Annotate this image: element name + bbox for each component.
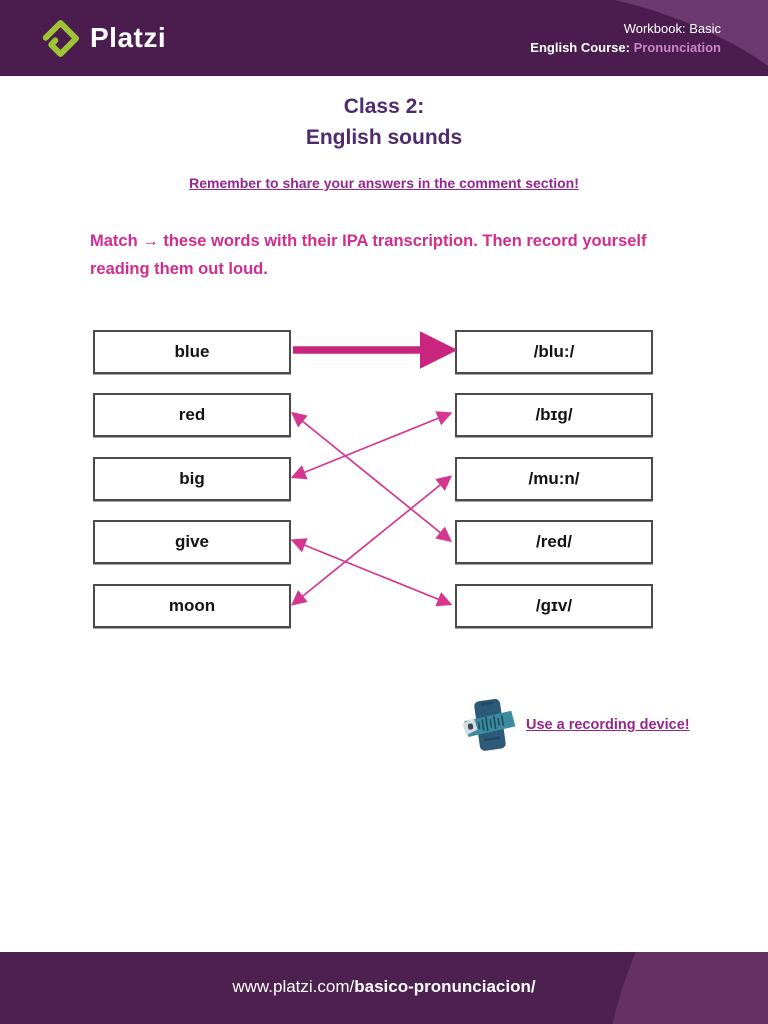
- course-name: Pronunciation: [633, 40, 721, 55]
- header-curve-decoration: [615, 0, 768, 66]
- page-title: Class 2: English sounds: [0, 91, 768, 153]
- header-course-info: Workbook: Basic English Course: Pronunci…: [530, 19, 721, 57]
- ipa-box-blu: /blu:/: [455, 330, 653, 374]
- connection-line-red: [291, 411, 452, 543]
- recording-row: Use a recording device!: [461, 694, 690, 756]
- share-link-row: Remember to share your answers in the co…: [0, 175, 768, 193]
- word-box-blue: blue: [93, 330, 291, 374]
- footer-bar: www.platzi.com/basico-pronunciacion/: [0, 952, 768, 1024]
- word-box-moon: moon: [93, 584, 291, 628]
- recording-device-link[interactable]: Use a recording device!: [526, 717, 690, 733]
- page-title-line1: Class 2:: [343, 95, 425, 118]
- page-title-line2: English sounds: [305, 126, 463, 149]
- ipa-box-mun: /mu:n/: [455, 457, 653, 501]
- share-answers-link[interactable]: Remember to share your answers in the co…: [189, 175, 579, 191]
- word-box-red: red: [93, 393, 291, 437]
- workbook-label: Workbook: Basic: [623, 21, 721, 36]
- connection-line-big: [290, 411, 453, 480]
- footer-url-base: www.platzi.com/: [232, 977, 355, 996]
- header-bar: Platzi Workbook: Basic English Course: P…: [0, 0, 768, 76]
- footer-url-slug: basico-pronunciacion/: [354, 977, 536, 996]
- platzi-logo-icon: [42, 19, 79, 57]
- connection-line-moon: [291, 475, 452, 606]
- ipa-box-red: /red/: [455, 520, 653, 564]
- connection-line-give: [290, 538, 453, 607]
- recording-device-icon: [462, 698, 516, 751]
- ipa-box-big: /bɪg/: [455, 393, 653, 437]
- word-box-give: give: [93, 520, 291, 564]
- ipa-box-giv: /gɪv/: [455, 584, 653, 628]
- course-line: English Course: Pronunciation: [530, 38, 721, 57]
- platzi-logo-text: Platzi: [90, 22, 167, 53]
- course-label: English Course:: [530, 40, 630, 55]
- platzi-logo: Platzi: [42, 17, 166, 59]
- footer-url: www.platzi.com/basico-pronunciacion/: [0, 977, 768, 997]
- exercise-instructions: Match → these words with their IPA trans…: [90, 232, 647, 278]
- word-box-big: big: [93, 457, 291, 501]
